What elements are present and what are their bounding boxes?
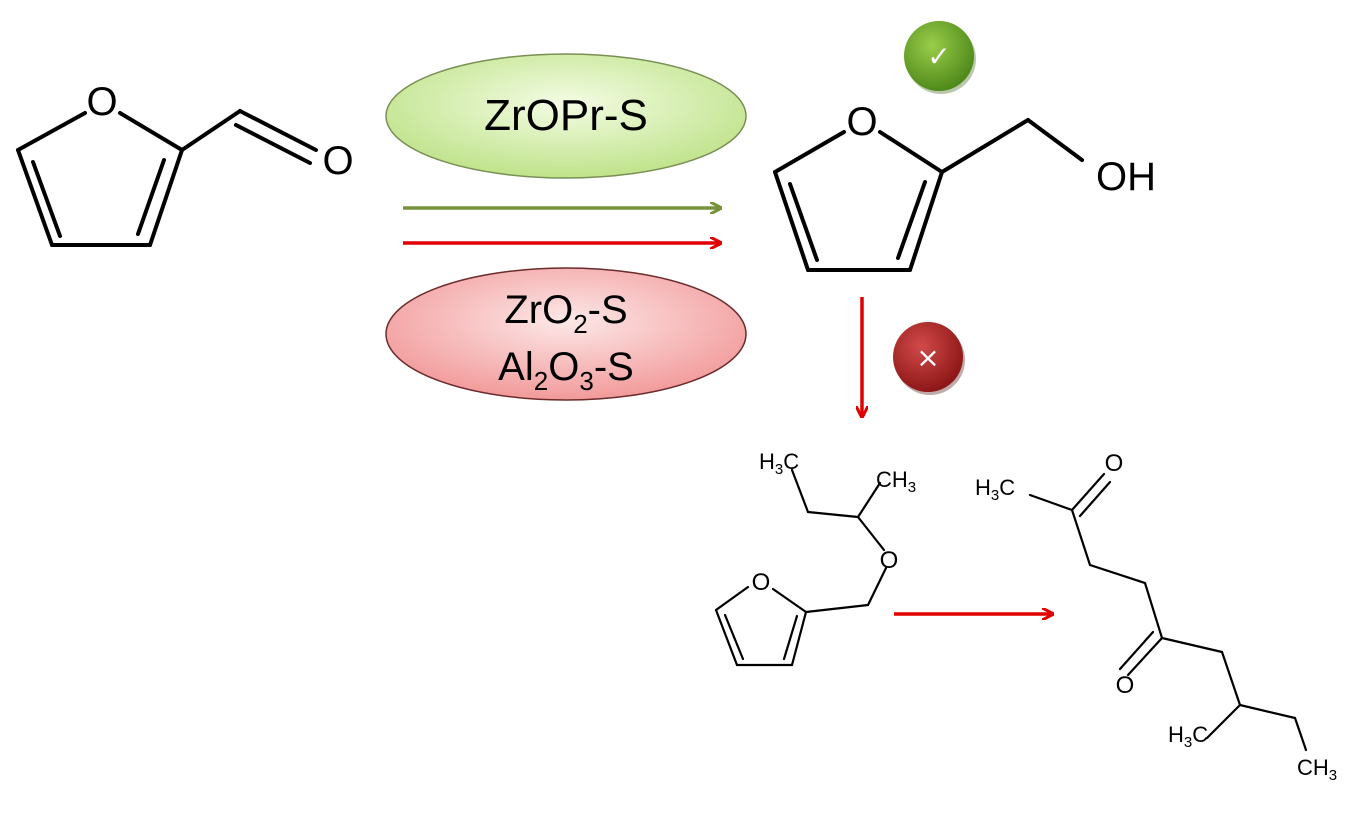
ketone-oxygen-label: O	[1116, 672, 1135, 699]
bond	[1293, 716, 1308, 752]
checkmark-icon: ✓	[927, 40, 950, 73]
bond	[940, 118, 1030, 174]
selective-catalyst-oval	[385, 53, 747, 179]
bond	[1143, 581, 1164, 640]
bond	[1028, 493, 1074, 512]
bond	[773, 130, 846, 174]
bond	[790, 610, 808, 667]
bond	[1070, 508, 1092, 567]
bond	[1026, 118, 1084, 162]
furfuryl-alcohol-molecule: O OH	[773, 100, 1156, 272]
bond	[1126, 636, 1164, 677]
bond	[771, 587, 808, 614]
ether-oxygen-label: O	[880, 547, 899, 574]
bond	[16, 148, 54, 247]
bond	[1205, 703, 1242, 740]
unselective-catalyst-oval	[385, 267, 747, 401]
catalyst-zro2-label: ZrO2-S	[504, 288, 627, 339]
bond	[234, 123, 312, 165]
bond	[1238, 703, 1297, 720]
catalyst-al2o3-label: Al2O3-S	[498, 345, 634, 396]
bond	[238, 109, 318, 152]
bond	[773, 170, 810, 272]
bond	[856, 515, 886, 552]
methyl-label: H3C	[759, 449, 799, 478]
bond	[180, 109, 242, 152]
selective-catalyst-label: ZrOPr-S	[484, 91, 648, 140]
cross-icon: ×	[916, 341, 939, 374]
butyl-furfuryl-ether-molecule: H3C CH3 O O	[714, 449, 916, 667]
carbonyl-oxygen-label: O	[322, 139, 353, 183]
bond	[856, 481, 882, 519]
bond	[806, 510, 860, 519]
bond	[908, 170, 944, 272]
ring-oxygen-label: O	[752, 569, 771, 596]
bond	[714, 585, 750, 612]
ring-oxygen-label: O	[846, 100, 877, 144]
bond	[714, 608, 739, 667]
bond	[148, 148, 184, 247]
ketone-oxygen-label: O	[1105, 450, 1124, 477]
bond	[866, 566, 888, 607]
bond	[1070, 472, 1106, 512]
diketone-molecule: O O H3C H3C CH3	[975, 450, 1337, 784]
cross-badge: ×	[893, 322, 965, 395]
bond	[31, 160, 62, 238]
methyl-label: CH3	[876, 467, 916, 496]
check-badge: ✓	[904, 21, 976, 94]
bond	[136, 158, 166, 236]
ring-oxygen-label: O	[86, 80, 117, 124]
furfural-molecule: O O	[16, 80, 354, 247]
bond	[1160, 636, 1224, 654]
methyl-label: H3C	[1168, 722, 1208, 751]
bond	[1088, 563, 1147, 585]
bond	[1078, 480, 1112, 518]
bond	[723, 613, 745, 661]
bond	[896, 180, 927, 260]
methyl-label: H3C	[975, 475, 1015, 504]
bond	[788, 182, 819, 262]
hydroxyl-label: OH	[1096, 155, 1156, 199]
bond	[804, 603, 870, 614]
methyl-label: CH3	[1297, 755, 1337, 784]
bond	[878, 130, 944, 174]
bond	[782, 614, 799, 661]
bond	[16, 111, 87, 152]
bond	[790, 468, 810, 514]
bond	[1118, 630, 1155, 671]
bond	[1220, 650, 1242, 707]
bond	[118, 111, 184, 152]
